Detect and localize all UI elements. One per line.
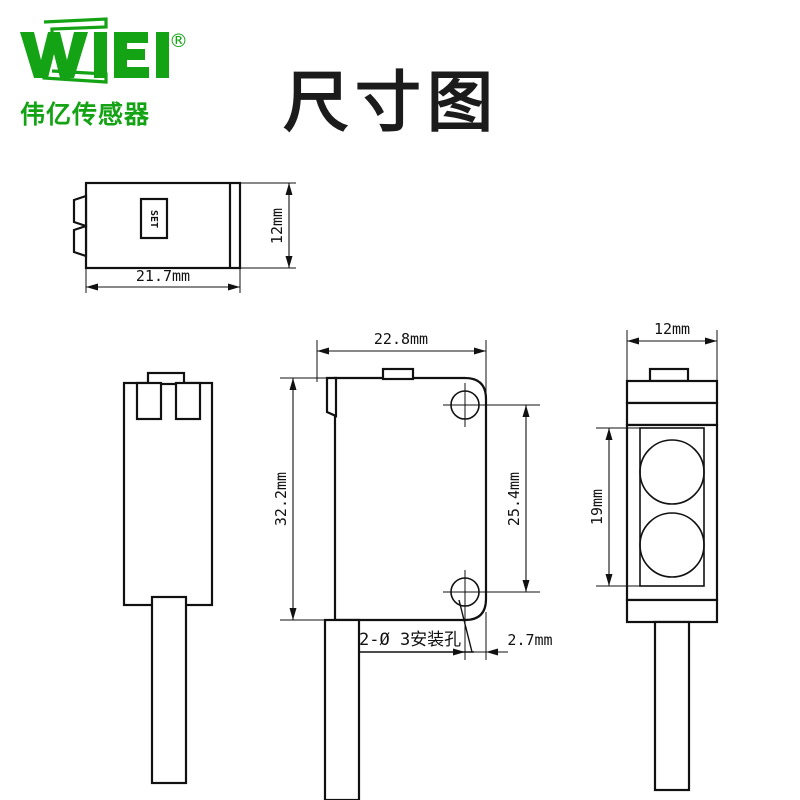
rear-view-cap-lower [625,598,719,624]
lens-emitter [639,439,705,505]
top-view-clip-lower [72,224,88,258]
top-view-clip-upper [72,194,88,228]
dimension-label-19mm: 19mm [588,489,606,525]
rear-view: 12mm 19mm [588,320,719,792]
dimension-label-25-4mm: 25.4mm [505,472,523,526]
side-view-top-tab [146,371,186,386]
side-view-ear-left [135,381,163,421]
front-view-top-tab [381,367,415,381]
brand-logo: ® 伟亿传感器 [14,16,214,129]
dimension-label-12mm-rear: 12mm [654,320,690,338]
rear-view-cap-upper [625,379,719,405]
set-button-label: SET [148,210,159,228]
front-view-left-clip [325,376,338,418]
rear-view-cap-mid [625,401,719,427]
rear-view-top-tab [648,367,690,383]
wiei-logo-icon [20,17,169,84]
annotation-mounting-holes: 2-Ø 3安装孔 [359,630,461,650]
set-button-face [145,203,163,234]
rear-view-lens-window [639,427,705,587]
front-view-cable [323,618,361,800]
dimension-label-12mm-top: 12mm [268,208,286,244]
dimension-label-22-8mm: 22.8mm [374,330,428,348]
front-view: 22.8mm 32.2mm 25.4mm 2.7mm [272,330,553,800]
rear-view-cable [653,620,691,792]
lens-receiver [639,512,705,578]
top-view: SET 21.7mm 12mm [72,181,296,293]
brand-chinese-name: 伟亿传感器 [20,100,151,129]
front-view-body [333,376,488,622]
side-view-ear-right [174,381,202,421]
registered-trademark-symbol: ® [169,30,188,52]
side-view-cable [150,595,188,785]
dimension-label-32-2mm: 32.2mm [272,472,290,526]
page-title: 尺寸图 [283,64,499,141]
dimension-label-21-7mm: 21.7mm [136,267,190,285]
left-side-view [122,371,214,785]
dimension-label-2-7mm: 2.7mm [507,631,552,649]
